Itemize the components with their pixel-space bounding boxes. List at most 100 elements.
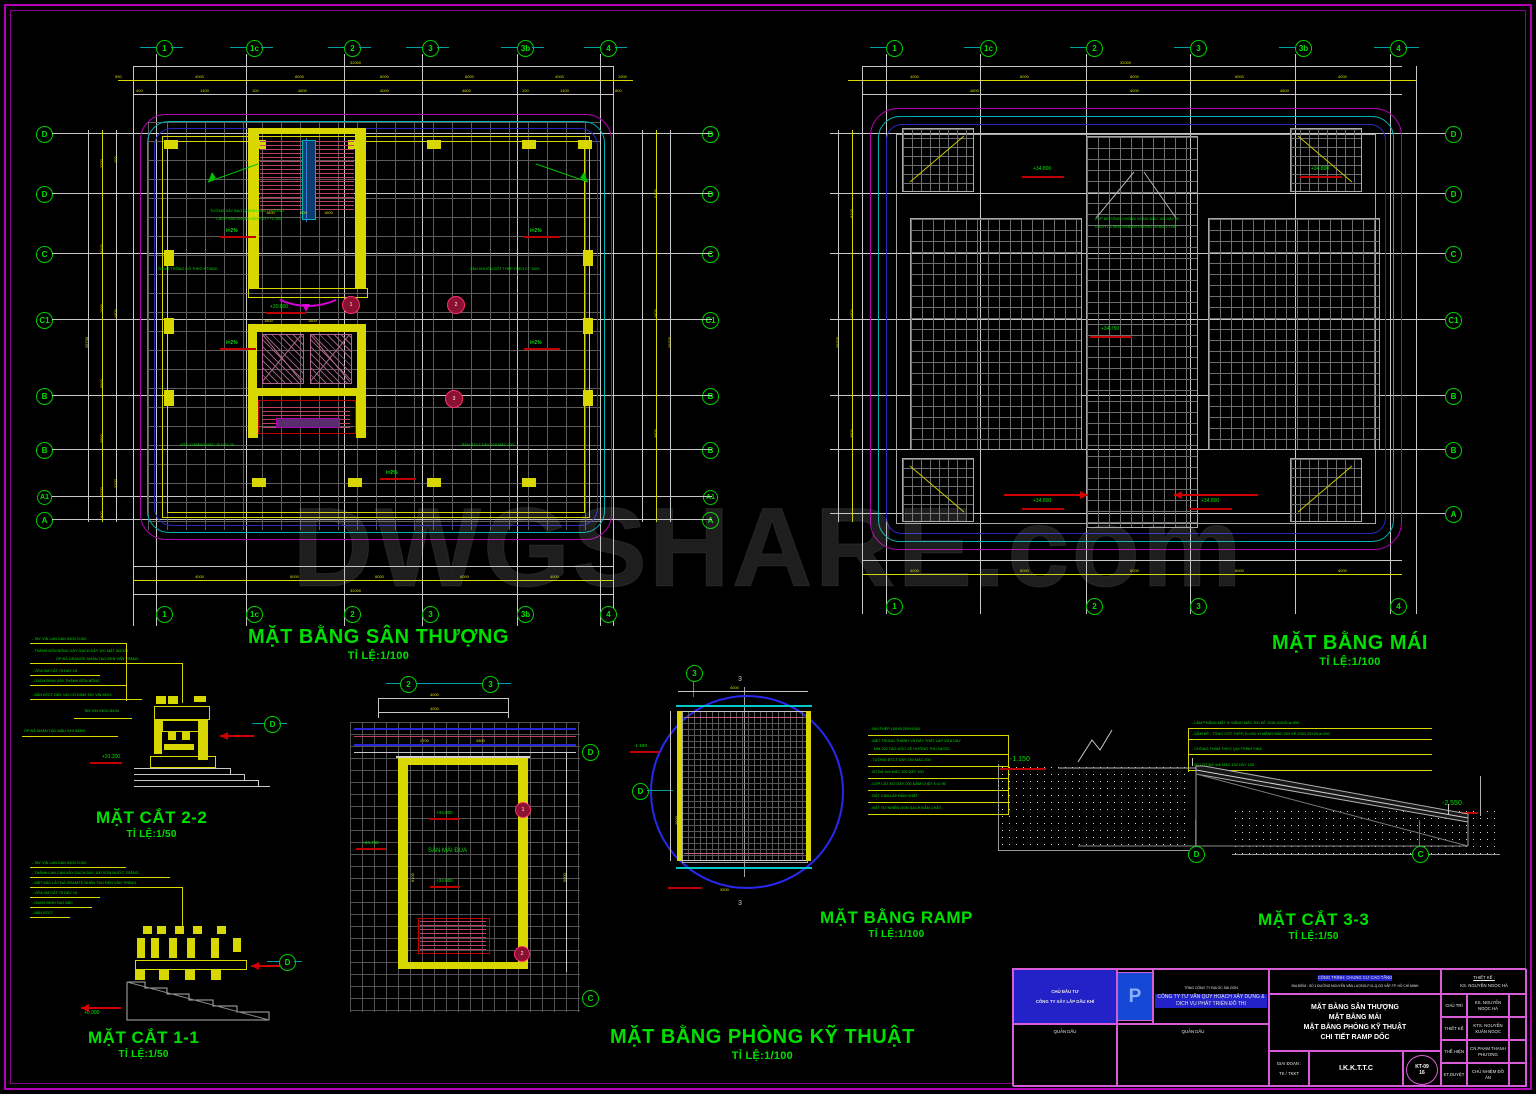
grid-bubble-A1: A1 [37,490,52,505]
sec33-elev-low: -2.550 [1442,800,1462,807]
dim-overall-top: 32000 [350,60,362,65]
grid-bubble-1c-bottom: 1c [246,606,263,623]
sec33-elev-high: -1.150 [1010,756,1030,763]
grid-bubble-B2-right: B [702,442,719,459]
tb-roles-header-0: THIẾT KẾ : [1473,974,1495,980]
sec33-grid-bubble-C: C [1412,846,1429,863]
roof-grid-bubble-2-bottom: 2 [1086,598,1103,615]
tb-role-label-1: THIẾT KẾ [1444,1025,1464,1031]
tb-role-name-text-3: CHỦ NHIỆM ĐỒ ÁN [1472,1069,1504,1080]
roof-grid-bubble-3: 3 [1190,40,1207,57]
tb-stage-label-text: GIAI ĐOẠN : [1276,1061,1302,1066]
tb-roles-header-1: KS. NGUYỄN NGỌC HÀ [1460,982,1508,988]
tb-role-sign-1 [1509,1017,1527,1040]
dim-bay-4: 8000 [465,74,474,79]
roof-grid-bubble-4: 4 [1390,40,1407,57]
grid-bubble-D2-right: D [702,186,719,203]
sec22-note-4: - GẠCH ĐINH XÂY THÀNH BỒN BÔNG [32,679,100,683]
tb-dtitle-3: CHI TIẾT RAMP DỐC [1320,1033,1390,1041]
ramp-notes-block: - ĐAI THÉP L50X5 200X1000 - MẶT TRONG TH… [868,726,1020,836]
grid-bubble-B2: B [36,442,53,459]
ramp-section-mark-bottom: 3 [738,900,742,907]
tb-consultant-sign-text: QUẢN DẤU [1181,1029,1205,1034]
tb-role-sign-0 [1509,994,1527,1017]
grid-bubble-C: C [36,246,53,263]
tb-consultant-sign: QUẢN DẤU [1117,1024,1269,1087]
ramp-section-mark-top: 3 [738,676,742,683]
tb-stage-code: I.K.K.T.T.C [1309,1051,1403,1087]
dim-bay-3: 8000 [380,74,389,79]
sec11-note-3: - VỮA XM CÁT 75 DÀY 15 [32,891,78,895]
tb-dtitle-1: MẶT BẰNG MÁI [1328,1013,1382,1021]
title-roof-plan: MẶT BẰNG MÁI TỈ LỆ:1/100 [1272,632,1428,668]
title-section-2-2: MẶT CẮT 2-2 TỈ LỆ:1/50 [96,808,208,840]
tb-sheet-cell [1403,1051,1441,1087]
sec11-note-2: - MẶT BẬC LÁT ĐÁ GRANITE NHÂN TẠO ĐEN VÂ… [32,881,137,885]
grid-bubble-C-right: C [702,246,719,263]
sec22-elevation: +31.200 [102,754,121,760]
tb-stage-code-text: I.K.K.T.T.C [1339,1065,1373,1072]
tb-sheet-code: KT-09 [1415,1064,1429,1070]
sec22-note-3: - VỮA XM CÁT 75 DÀY 15 [32,669,78,673]
sec22-grid-bubble-D: D [264,716,281,733]
grid-bubble-A: A [36,512,53,529]
tb-role-label-0: CHỦ TRÌ [1445,1002,1463,1008]
ramp-note-5: - LỚP CÁT ĐỔ DÀY 200 ĐẦM CHẶT K=0.95 [870,782,946,786]
grid-bubble-4: 4 [600,40,617,57]
tb-project-line1: CÔNG TRÌNH: CHUNG CƯ CAO TẦNG [1317,974,1393,981]
tech-grid-bubble-2: 2 [400,676,417,693]
grid-bubble-3-bottom: 3 [422,606,439,623]
slope-label-3: i=2% [226,340,238,346]
roof-grid-bubble-4-bottom: 4 [1390,598,1407,615]
tb-owner-name: CÔNG TY XÂY LẮP DẦU KHÍ [1035,998,1095,1004]
grid-bubble-C1-right: C1 [702,312,719,329]
grid-bubble-3b: 3b [517,40,534,57]
terrace-note-3: Ô ĐẤT TRỒNG CỎ THEO KT:3000 [158,267,218,271]
grid-bubble-C1: C1 [36,312,53,329]
tb-role-row-3: KT.DUYỆT [1441,1063,1467,1087]
tech-grid-bubble-D: D [582,744,599,761]
view-roof-terrace-plan: 1 1c 2 3 3b 4 32000 950 4000 8000 8000 8… [30,18,730,638]
roof-grid-bubble-B2: B [1445,442,1462,459]
roof-grid-bubble-1-bottom: 1 [886,598,903,615]
tb-role-name-text-2: CN.PHẠM THANH PHƯƠNG [1470,1045,1506,1057]
sec11-note-1: - THÀNH LAN CAN XÂY GẠCH DÀY 100 SƠN NƯỚ… [32,871,139,875]
sheet-border-inner [10,10,1526,1084]
roof-grid-bubble-B1: B [1445,388,1462,405]
tb-role-row-0: CHỦ TRÌ [1441,994,1467,1017]
title-tech-room-plan: MẶT BẰNG PHÒNG KỸ THUẬT TỈ LỆ:1/100 [610,1026,915,1062]
view-section-3-3: - LÀM PHẲNG MẶT XI MĂNG MÁC 200 KẺ JOIN … [980,700,1520,900]
slope-label-4: i=2% [530,340,542,346]
sec22-note-1: - THÀNH BỒN BÔNG XÂY GẠCH DÀY 100 MẶT NG… [32,649,128,653]
roof-grid-bubble-2: 2 [1086,40,1103,57]
grid-bubble-3b-bottom: 3b [517,606,534,623]
roof-grid-bubble-D2: D [1445,186,1462,203]
sec11-note-4: - GẠCH ĐINH TAO BẬC [32,901,73,905]
roof-grid-bubble-A: A [1445,506,1462,523]
tb-role-row-2: THỂ HIỆN [1441,1040,1467,1063]
view-tech-room-plan: 2 3 4000 4000 SÀN MÁI ĐUA [330,660,610,1030]
sec11-elevation: +0.900 [84,1010,100,1016]
tb-role-row-1: THIẾT KẾ [1441,1017,1467,1040]
tb-dtitle-0: MẶT BẰNG SÂN THƯỢNG [1311,1003,1399,1011]
view-roof-plan: 1 1c 2 3 3b 4 32000 4000 8000 8000 8000 … [790,18,1490,638]
slope-label-1: i=2% [226,228,238,234]
tb-owner-sign: QUẢN DẤU [1013,1024,1117,1087]
sec33-note-2: - CHỐNG THẤM THEO QUI TRÌNH SIKA [1192,747,1262,751]
sec11-note-0: - TAY VỊN LAN CAN INOX D100 [32,861,87,865]
tech-callout-2: 2 [514,946,530,962]
roof-elev-5: +34.800 [1201,498,1220,504]
grid-bubble-1-bottom: 1 [156,606,173,623]
tb-role-name-2: CN.PHẠM THANH PHƯƠNG [1467,1040,1509,1063]
roof-elev-4: +34.800 [1033,498,1052,504]
title-ramp-plan: MẶT BẰNG RAMP TỈ LỆ:1/100 [820,908,973,940]
sheet-number-stamp: KT-09 16 [1406,1055,1438,1085]
tb-sheet-rev: 16 [1419,1070,1425,1076]
tech-grid-bubble-3: 3 [482,676,499,693]
roof-elev-3: +34.750 [1101,326,1120,332]
grid-bubble-D1-right: D [702,126,719,143]
ramp-note-2: MM 200 TẠO DỐC VỀ HƯỚNG THU NƯỚC [874,747,950,751]
tb-role-name-text-1: KTS. NGUYỄN XUÂN NGỌC [1473,1022,1503,1034]
tb-consultant: TỔNG CÔNG TY ĐỊA ỐC SÀI GÒN CÔNG TY TƯ V… [1153,969,1269,1024]
